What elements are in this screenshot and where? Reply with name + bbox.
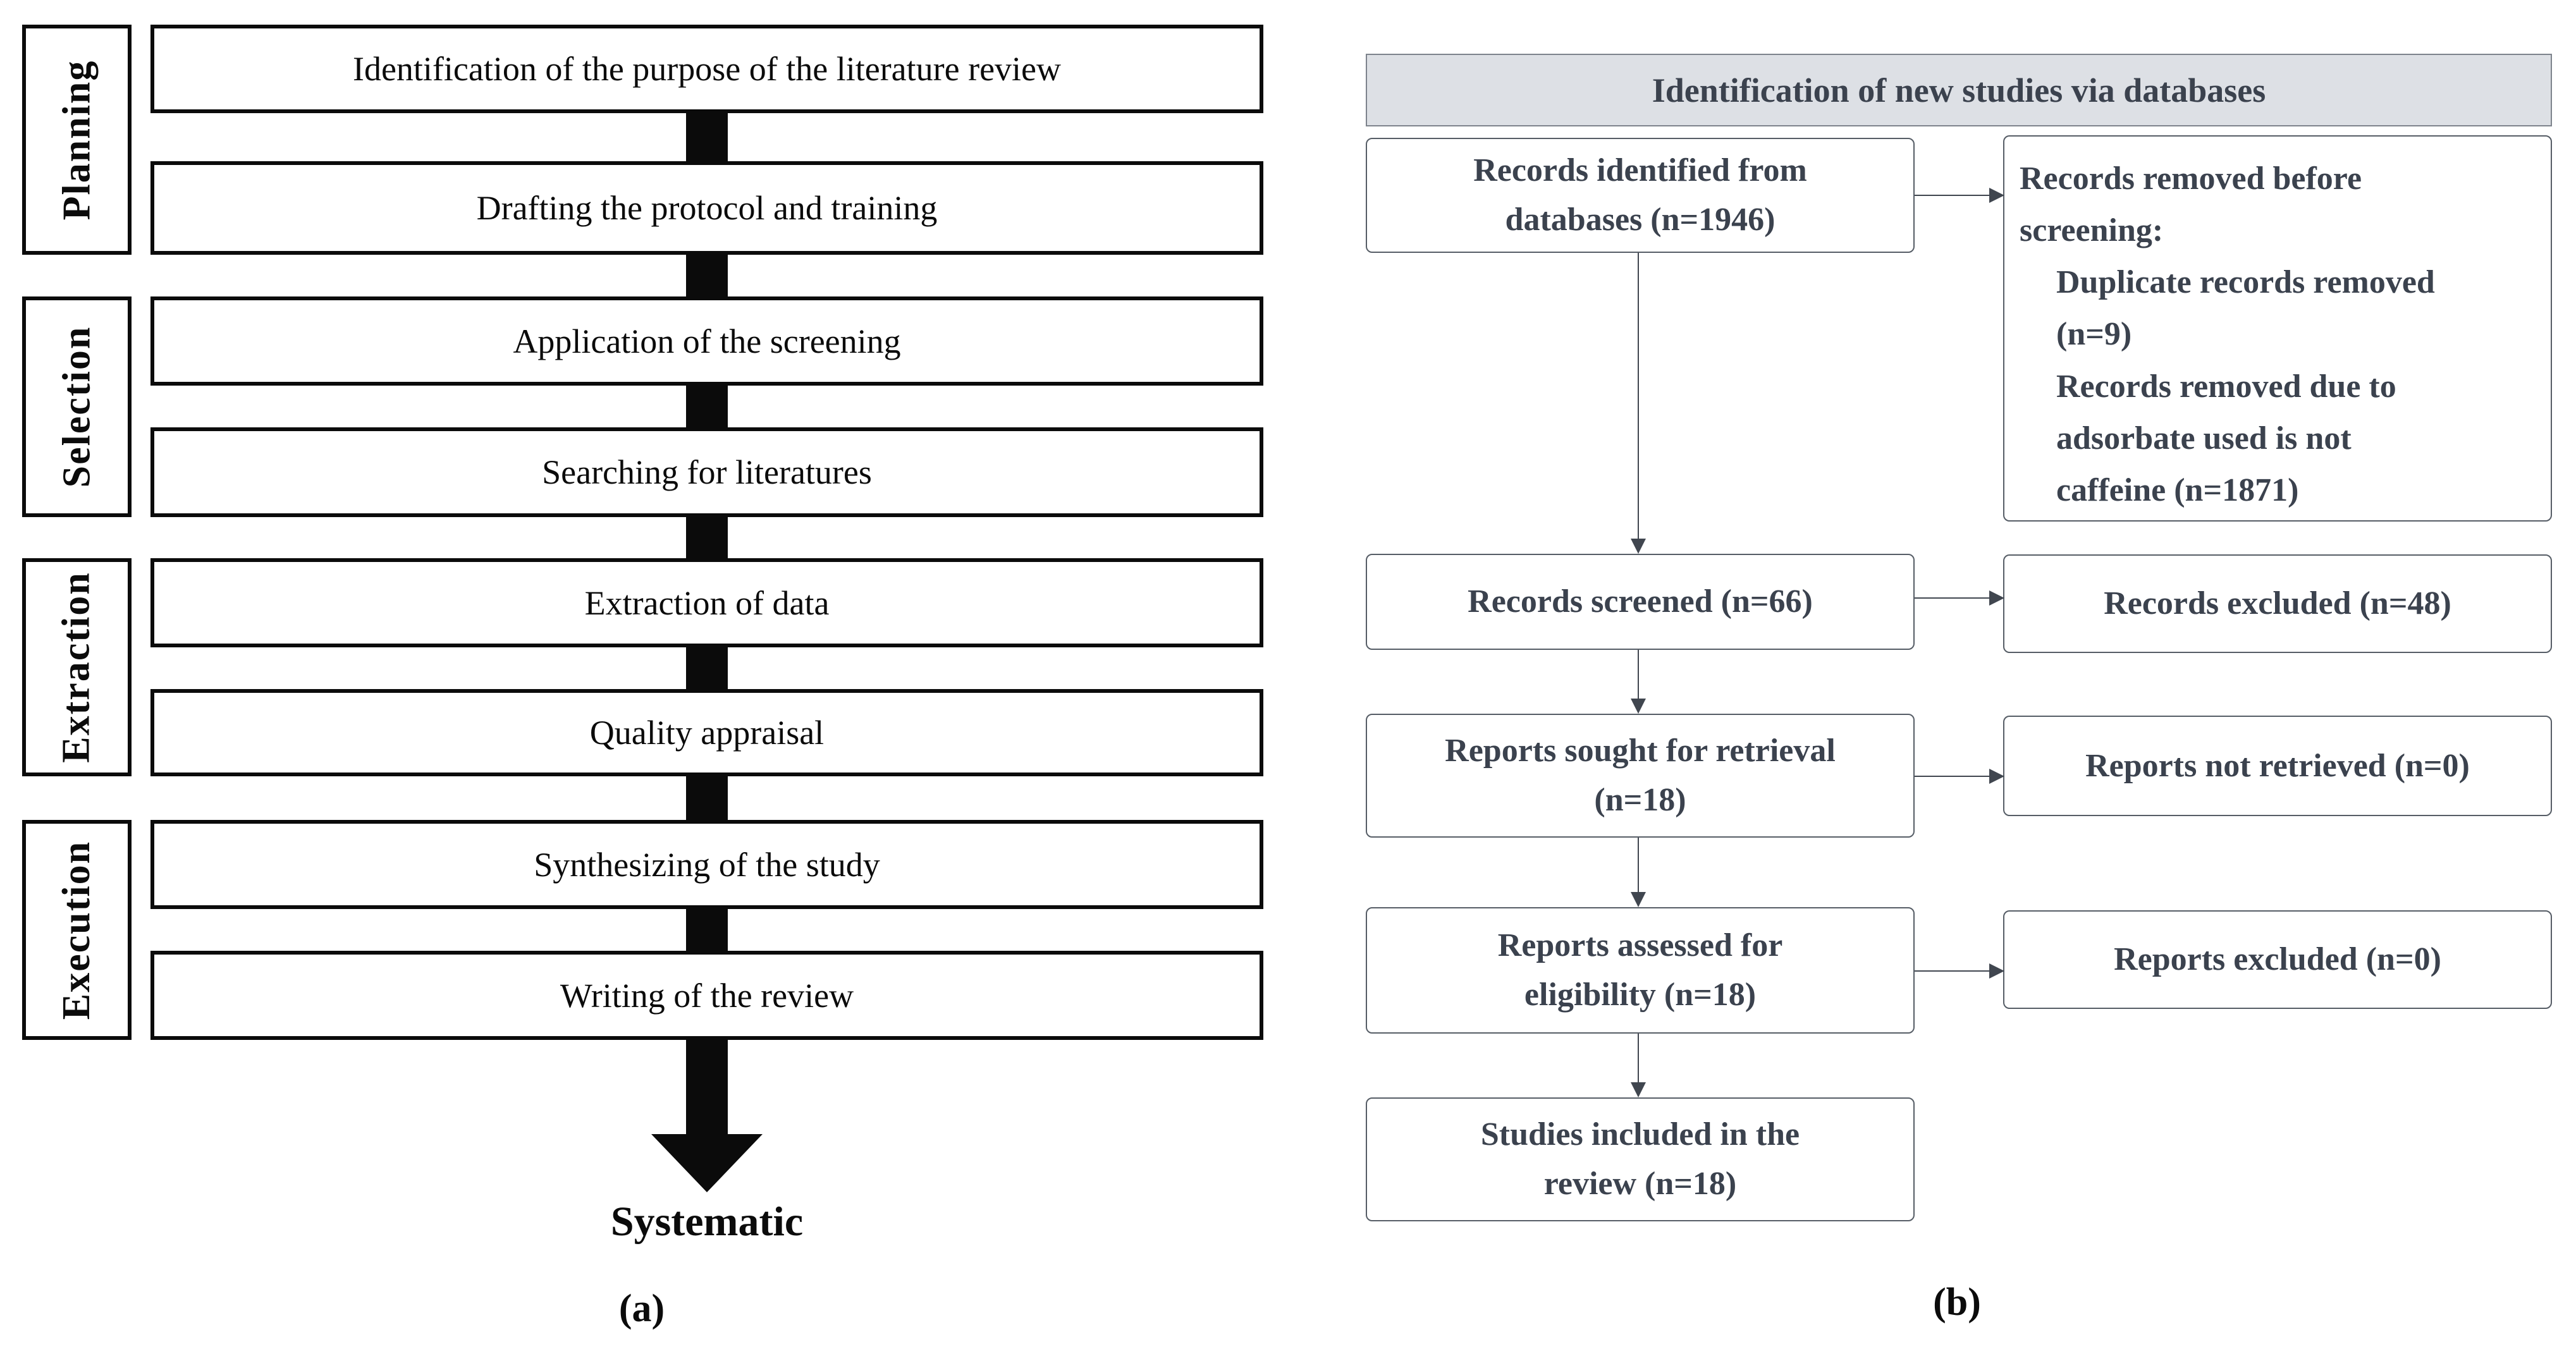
- phase-label-planning: Planning: [55, 59, 98, 220]
- flow-arrow-down-icon: [1631, 892, 1646, 907]
- step-box-synthesizing: Synthesizing of the study: [150, 820, 1263, 909]
- flow-arrow-right-icon: [1989, 188, 2004, 203]
- connector-bar: [686, 255, 728, 296]
- step-box-writing: Writing of the review: [150, 951, 1263, 1040]
- flow-arrow-right-icon: [1989, 769, 2004, 784]
- down-arrow-icon: [651, 1134, 763, 1192]
- phase-box-extraction: Extraction: [22, 558, 132, 776]
- box-records-removed-before-screening: Records removed before screening: Duplic…: [2003, 135, 2552, 522]
- flow-arrow-line: [1638, 650, 1639, 699]
- flow-arrow-line: [1638, 253, 1639, 539]
- flow-arrow-right-icon: [1989, 963, 2004, 979]
- box-studies-included: Studies included in the review (n=18): [1366, 1097, 1915, 1221]
- phase-label-execution: Execution: [55, 840, 99, 1020]
- connector-bar: [686, 909, 728, 951]
- box-reports-excluded: Reports excluded (n=0): [2003, 910, 2552, 1009]
- flow-arrow-line: [1915, 970, 1990, 972]
- result-label: Systematic: [610, 1199, 804, 1245]
- flow-arrow-line: [1638, 1034, 1639, 1082]
- phase-box-planning: Planning: [22, 25, 132, 255]
- flow-arrow-down-icon: [1631, 539, 1646, 554]
- step-box-drafting: Drafting the protocol and training: [150, 161, 1263, 255]
- box-records-identified: Records identified from databases (n=194…: [1366, 138, 1915, 253]
- caption-b: (b): [1933, 1281, 1981, 1324]
- removed-before-screening-title: Records removed before screening:: [2020, 161, 2362, 249]
- phase-label-selection: Selection: [55, 326, 98, 488]
- removed-adsorbate-item: Records removed due to adsorbate used is…: [2056, 368, 2396, 508]
- box-reports-not-retrieved: Reports not retrieved (n=0): [2003, 716, 2552, 816]
- step-box-quality: Quality appraisal: [150, 689, 1263, 776]
- flow-arrow-line: [1915, 195, 1990, 196]
- box-records-excluded: Records excluded (n=48): [2003, 554, 2552, 653]
- connector-bar: [686, 776, 728, 820]
- prisma-header: Identification of new studies via databa…: [1366, 54, 2552, 126]
- step-box-extraction-data: Extraction of data: [150, 558, 1263, 647]
- flow-arrow-right-icon: [1989, 590, 2004, 606]
- connector-bar: [686, 113, 728, 161]
- phase-box-execution: Execution: [22, 820, 132, 1040]
- connector-bar: [686, 386, 728, 427]
- caption-a: (a): [618, 1287, 665, 1330]
- connector-bar: [686, 517, 728, 558]
- box-records-screened: Records screened (n=66): [1366, 554, 1915, 650]
- phase-label-extraction: Extraction: [55, 571, 99, 763]
- down-arrow-shaft: [686, 1040, 728, 1135]
- connector-bar: [686, 647, 728, 689]
- flow-arrow-line: [1915, 776, 1990, 777]
- flow-arrow-line: [1915, 597, 1990, 599]
- box-reports-sought: Reports sought for retrieval (n=18): [1366, 714, 1915, 838]
- flow-arrow-down-icon: [1631, 1082, 1646, 1097]
- step-box-application: Application of the screening: [150, 296, 1263, 386]
- step-box-identification: Identification of the purpose of the lit…: [150, 25, 1263, 113]
- flow-arrow-down-icon: [1631, 699, 1646, 714]
- removed-duplicates-item: Duplicate records removed (n=9): [2056, 264, 2435, 353]
- box-reports-assessed: Reports assessed for eligibility (n=18): [1366, 907, 1915, 1034]
- phase-box-selection: Selection: [22, 296, 132, 517]
- flow-arrow-line: [1638, 838, 1639, 892]
- step-box-searching: Searching for literatures: [150, 427, 1263, 517]
